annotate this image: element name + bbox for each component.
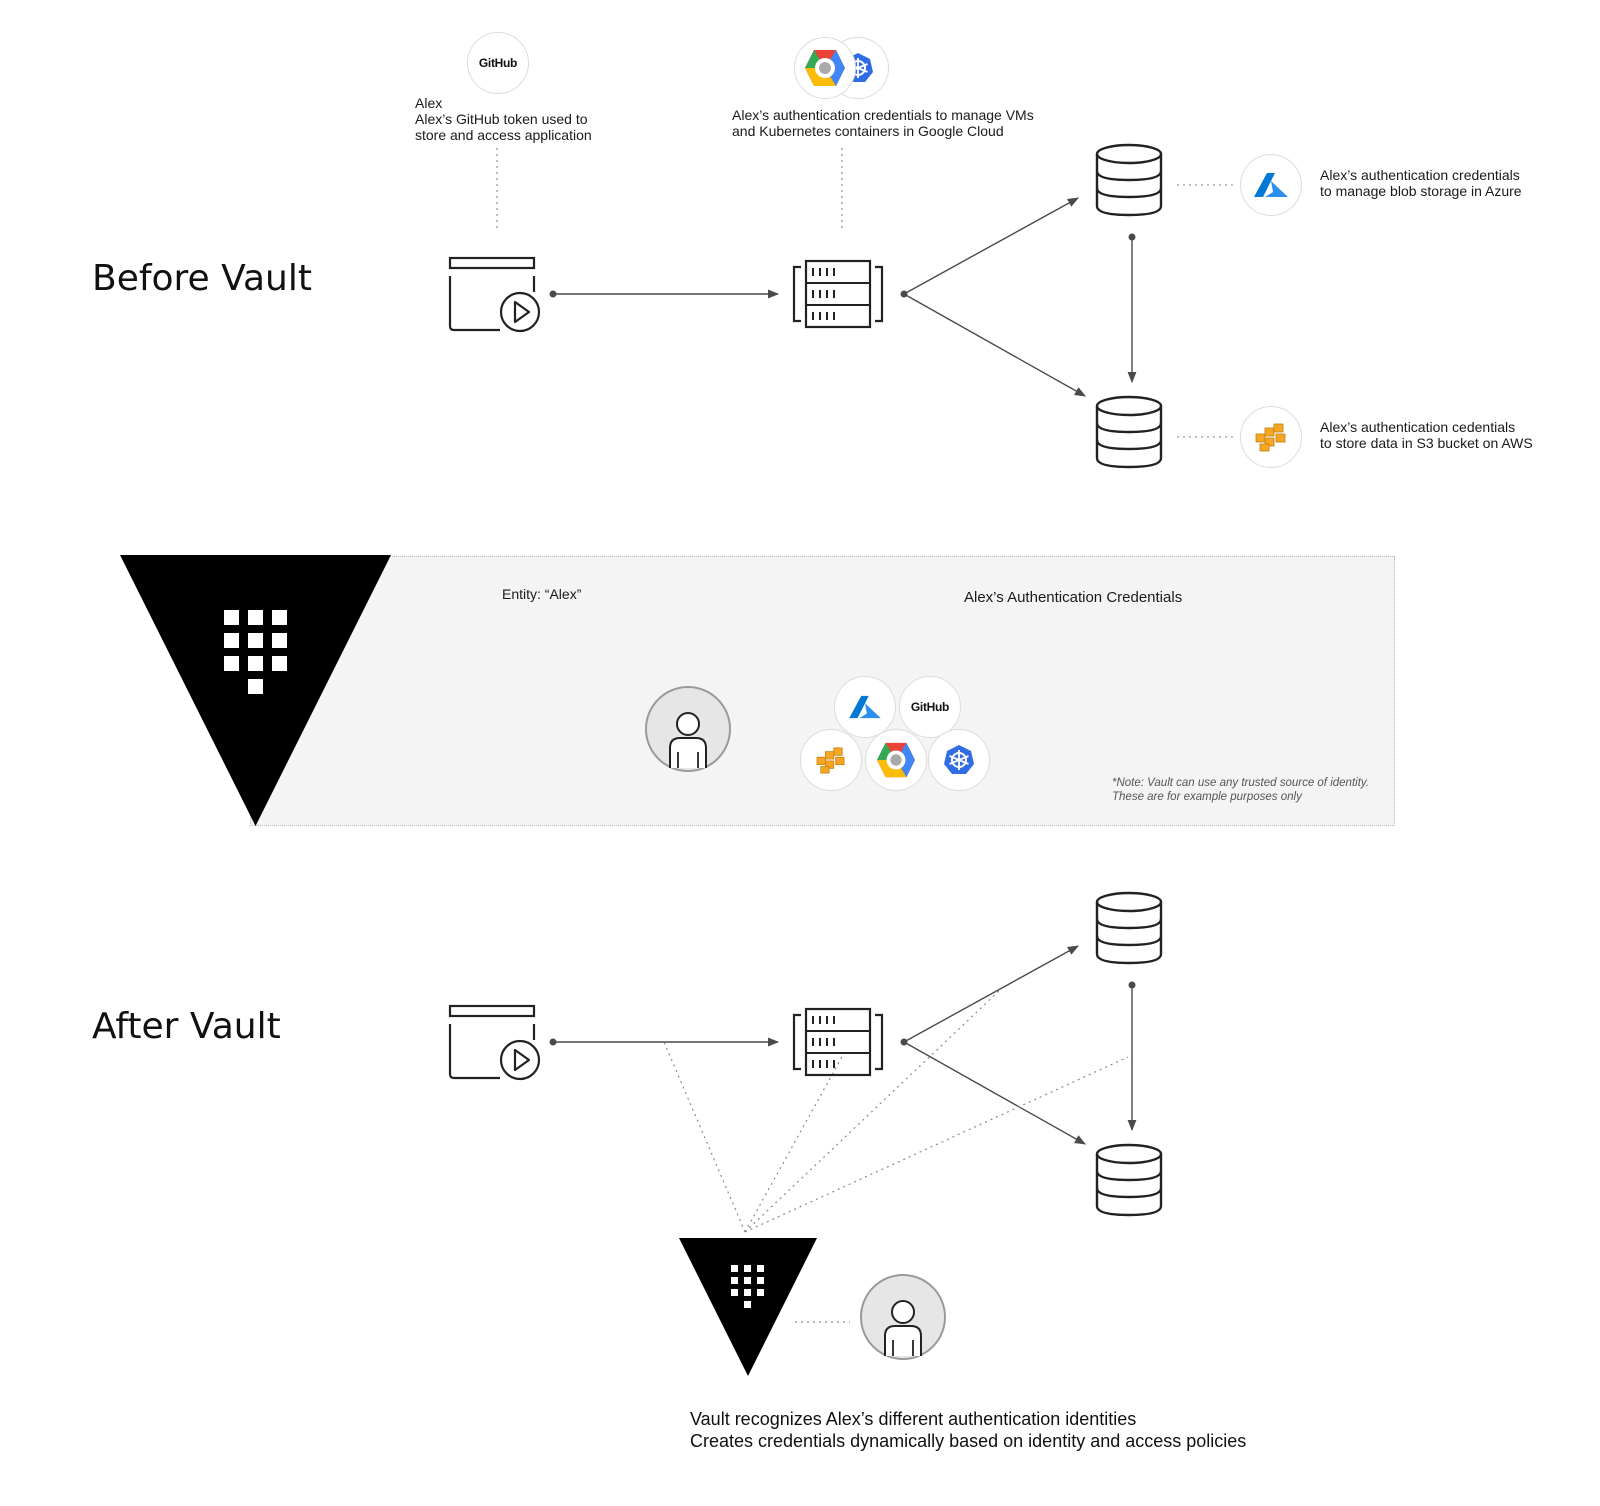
azure-caption-line: Alex’s authentication credentials [1320, 167, 1520, 183]
gcp-caption-line: Alex’s authentication credentials to man… [732, 107, 1034, 123]
github-caption-line: Alex’s GitHub token used to [415, 111, 588, 127]
vault-logo [120, 555, 391, 826]
server-icon [792, 259, 884, 329]
vault-connection-lines [663, 989, 1129, 1323]
aws-caption-line: Alex’s authentication cedentials [1320, 419, 1516, 435]
aws-icon [1240, 406, 1302, 468]
kubernetes-icon [928, 729, 990, 791]
google-cloud-icon [865, 729, 927, 791]
avatar [860, 1274, 946, 1360]
note-line: *Note: Vault can use any trusted source … [1112, 777, 1369, 789]
avatar [645, 686, 731, 772]
example-note: *Note: Vault can use any trusted source … [1112, 776, 1369, 804]
before-leader-lines [496, 148, 1237, 438]
google-cloud-icon [794, 37, 856, 99]
before-flow-arrows [553, 197, 1137, 397]
github-logo-text: GitHub [478, 56, 518, 70]
github-caption: Alex Alex’s GitHub token used to store a… [415, 95, 592, 143]
user-icon [669, 712, 707, 768]
after-vault-caption: Vault recognizes Alex’s different authen… [690, 1408, 1246, 1452]
vault-logo [679, 1238, 817, 1376]
after-flow-arrows [553, 945, 1137, 1145]
entity-label: Entity: “Alex” [502, 586, 582, 602]
database-icon [1095, 143, 1163, 217]
azure-icon [1240, 154, 1302, 216]
user-icon [884, 1300, 922, 1356]
caption-line: Vault recognizes Alex’s different authen… [690, 1409, 1137, 1429]
aws-icon [800, 729, 862, 791]
application-icon [448, 1004, 541, 1081]
aws-caption-line: to store data in S3 bucket on AWS [1320, 435, 1533, 451]
azure-icon [834, 676, 896, 738]
after-vault-title: After Vault [92, 1006, 281, 1047]
note-line: These are for example purposes only [1112, 791, 1302, 803]
server-icon [792, 1007, 884, 1077]
azure-caption: Alex’s authentication credentials to man… [1320, 167, 1522, 199]
github-caption-line: store and access application [415, 127, 592, 143]
database-icon [1095, 395, 1163, 469]
github-caption-line: Alex [415, 95, 443, 111]
database-icon [1095, 891, 1163, 965]
azure-caption-line: to manage blob storage in Azure [1320, 183, 1522, 199]
application-icon [448, 256, 541, 333]
github-icon: GitHub [899, 676, 961, 738]
github-icon: GitHub [467, 32, 529, 94]
caption-line: Creates credentials dynamically based on… [690, 1431, 1247, 1451]
gcp-caption: Alex’s authentication credentials to man… [732, 107, 1034, 139]
database-icon [1095, 1143, 1163, 1217]
aws-caption: Alex’s authentication cedentials to stor… [1320, 419, 1533, 451]
credentials-label: Alex’s Authentication Credentials [964, 589, 1183, 606]
gcp-caption-line: and Kubernetes containers in Google Clou… [732, 123, 1004, 139]
before-vault-title: Before Vault [92, 258, 312, 299]
github-logo-text: GitHub [910, 700, 950, 714]
